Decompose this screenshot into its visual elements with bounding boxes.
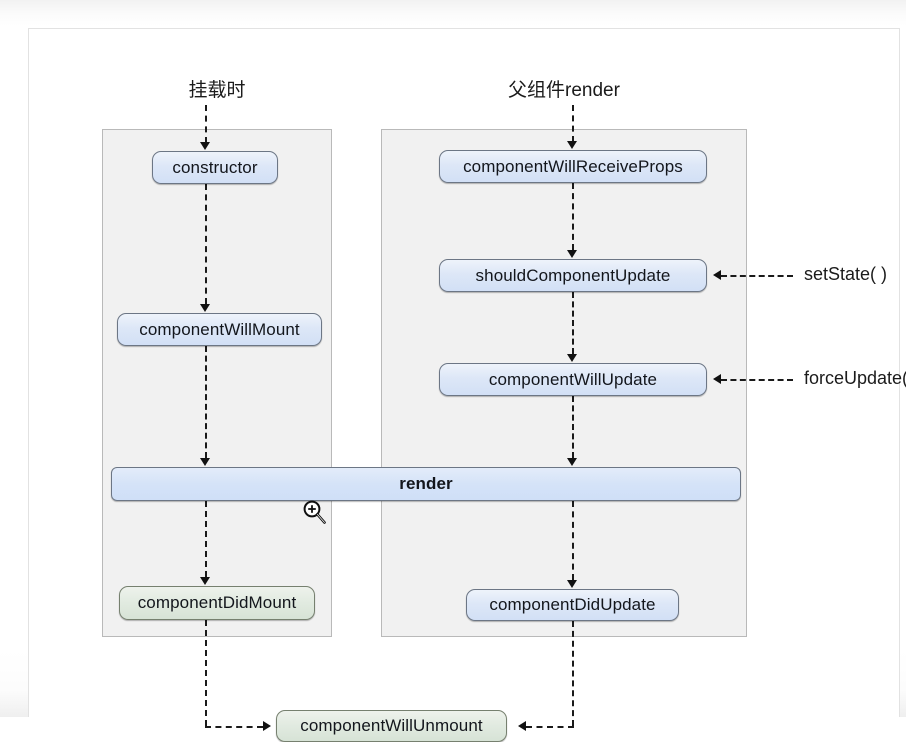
lifecycle-node-component-will-receive-props[interactable]: componentWillReceiveProps <box>439 150 707 183</box>
arrowhead-mount-entry <box>200 142 210 150</box>
connector-didmount-to-willunmount-vertical <box>205 620 207 726</box>
arrowhead-willupdate-to-render <box>567 458 577 466</box>
lane-caption-mount: 挂载时 <box>188 80 246 101</box>
connector-willupdate-to-render <box>572 396 574 458</box>
lifecycle-node-component-will-mount[interactable]: componentWillMount <box>117 313 322 346</box>
trigger-label-setstate: setState( ) <box>804 264 888 284</box>
connector-willmount-to-render <box>205 346 207 458</box>
connector-didupdate-to-willunmount-vertical <box>572 621 574 726</box>
connector-render-to-didmount <box>205 501 207 577</box>
lifecycle-node-component-will-update[interactable]: componentWillUpdate <box>439 363 707 396</box>
connector-shouldupdate-to-willupdate <box>572 292 574 354</box>
connector-forceupdate <box>721 379 793 381</box>
connector-didupdate-to-willunmount-horizontal <box>526 726 574 728</box>
lane-caption-update: 父组件render <box>508 80 620 101</box>
lifecycle-node-component-did-mount[interactable]: componentDidMount <box>119 586 315 620</box>
zoom-in-cursor-icon <box>302 499 328 527</box>
lifecycle-node-should-component-update[interactable]: shouldComponentUpdate <box>439 259 707 292</box>
connector-render-to-didupdate <box>572 501 574 580</box>
connector-update-entry <box>572 105 574 142</box>
arrowhead-shouldupdate-to-willupdate <box>567 354 577 362</box>
connector-willreceiveprops-to-shouldupdate <box>572 183 574 250</box>
arrowhead-constructor-to-willmount <box>200 304 210 312</box>
lifecycle-node-component-will-unmount[interactable]: componentWillUnmount <box>276 710 507 742</box>
trigger-label-forceupdate: forceUpdate( ) <box>804 368 906 388</box>
connector-constructor-to-willmount <box>205 184 207 304</box>
connector-setstate <box>721 275 793 277</box>
connector-didmount-to-willunmount-horizontal <box>205 726 263 728</box>
arrowhead-forceupdate <box>713 374 721 384</box>
connector-mount-entry <box>205 105 207 143</box>
arrowhead-update-entry <box>567 141 577 149</box>
arrowhead-render-to-didupdate <box>567 580 577 588</box>
swimlane-panel-mount <box>102 129 332 637</box>
lifecycle-node-render[interactable]: render <box>111 467 741 501</box>
lifecycle-node-component-did-update[interactable]: componentDidUpdate <box>466 589 679 621</box>
arrowhead-willmount-to-render <box>200 458 210 466</box>
arrowhead-didupdate-to-willunmount <box>518 721 526 731</box>
arrowhead-setstate <box>713 270 721 280</box>
diagram-canvas: 挂载时 父组件render <box>28 28 906 742</box>
arrowhead-didmount-to-willunmount <box>263 721 271 731</box>
arrowhead-render-to-didmount <box>200 577 210 585</box>
lifecycle-node-constructor[interactable]: constructor <box>152 151 278 184</box>
arrowhead-willreceiveprops-to-shouldupdate <box>567 250 577 258</box>
